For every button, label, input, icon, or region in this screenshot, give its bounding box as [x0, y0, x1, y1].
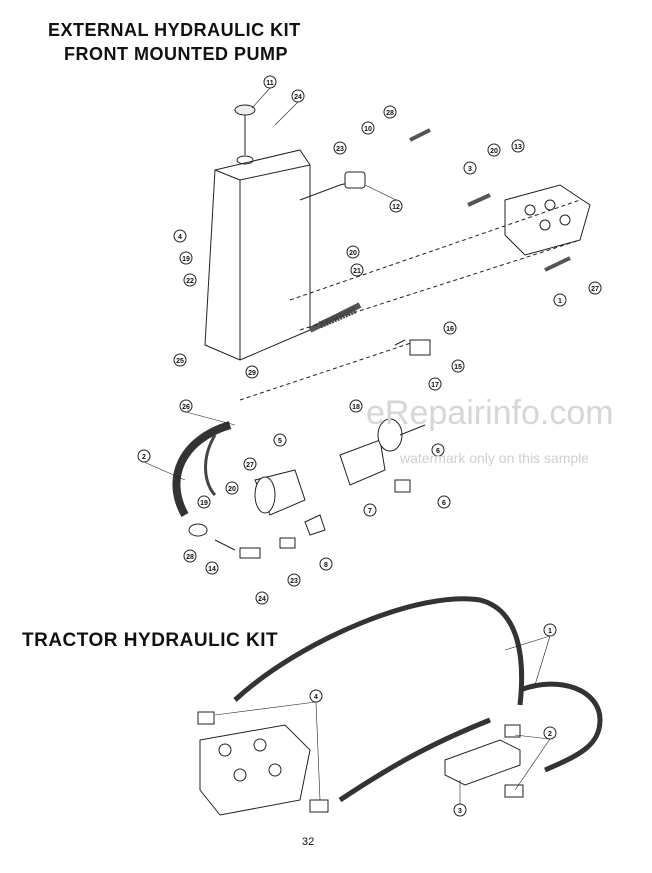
manifold-block: [444, 739, 521, 786]
svg-text:17: 17: [431, 382, 439, 389]
svg-text:1: 1: [548, 628, 552, 635]
svg-text:18: 18: [352, 404, 360, 411]
svg-text:2: 2: [142, 454, 146, 461]
svg-text:25: 25: [176, 358, 184, 365]
svg-text:6: 6: [436, 448, 440, 455]
svg-text:4: 4: [314, 694, 318, 701]
tractor-control-valve: [199, 724, 311, 816]
page-number: 32: [302, 836, 315, 848]
svg-text:19: 19: [200, 500, 208, 507]
svg-text:8: 8: [324, 562, 328, 569]
section-title-external-kit: EXTERNAL HYDRAULIC KIT: [48, 20, 301, 40]
callout-11: 11: [266, 80, 274, 87]
svg-text:20: 20: [349, 250, 357, 257]
control-valve-top: [504, 184, 591, 256]
svg-text:26: 26: [182, 404, 190, 411]
reservoir-tank: [204, 149, 311, 361]
svg-text:19: 19: [182, 256, 190, 263]
svg-text:12: 12: [392, 204, 400, 211]
section-subtitle-front-pump: FRONT MOUNTED PUMP: [64, 44, 288, 64]
tractor-hose-a: [233, 596, 525, 706]
svg-text:27: 27: [246, 462, 254, 469]
pump-shaft-coupling: [339, 439, 386, 486]
svg-text:7: 7: [368, 508, 372, 515]
svg-text:24: 24: [294, 94, 302, 101]
svg-text:1: 1: [558, 298, 562, 305]
svg-text:23: 23: [336, 146, 344, 153]
svg-text:3: 3: [458, 808, 462, 815]
svg-text:21: 21: [353, 268, 361, 275]
svg-text:4: 4: [178, 234, 182, 241]
svg-text:2: 2: [548, 731, 552, 738]
svg-text:15: 15: [454, 364, 462, 371]
svg-text:13: 13: [514, 144, 522, 151]
svg-text:20: 20: [490, 148, 498, 155]
pressure-hose-left: [172, 421, 232, 517]
svg-text:5: 5: [278, 438, 282, 445]
watermark-main: eRepairinfo.com: [366, 394, 614, 432]
svg-text:16: 16: [446, 326, 454, 333]
svg-text:23: 23: [290, 578, 298, 585]
svg-text:6: 6: [442, 500, 446, 507]
svg-text:3: 3: [468, 166, 472, 173]
svg-text:29: 29: [248, 370, 256, 377]
svg-text:14: 14: [208, 566, 216, 573]
svg-text:28: 28: [386, 110, 394, 117]
watermark-sub: watermark only on this sample: [400, 450, 590, 466]
tractor-hose-b: [338, 717, 491, 803]
suction-hose: [308, 302, 362, 333]
svg-text:10: 10: [364, 126, 372, 133]
filler-cap: [234, 104, 256, 116]
svg-text:24: 24: [258, 596, 266, 603]
section-title-tractor-kit: TRACTOR HYDRAULIC KIT: [22, 630, 279, 651]
svg-text:20: 20: [228, 486, 236, 493]
svg-text:22: 22: [186, 278, 194, 285]
tractor-hose-c: [519, 681, 603, 773]
svg-text:28: 28: [186, 554, 194, 561]
svg-text:27: 27: [591, 286, 599, 293]
